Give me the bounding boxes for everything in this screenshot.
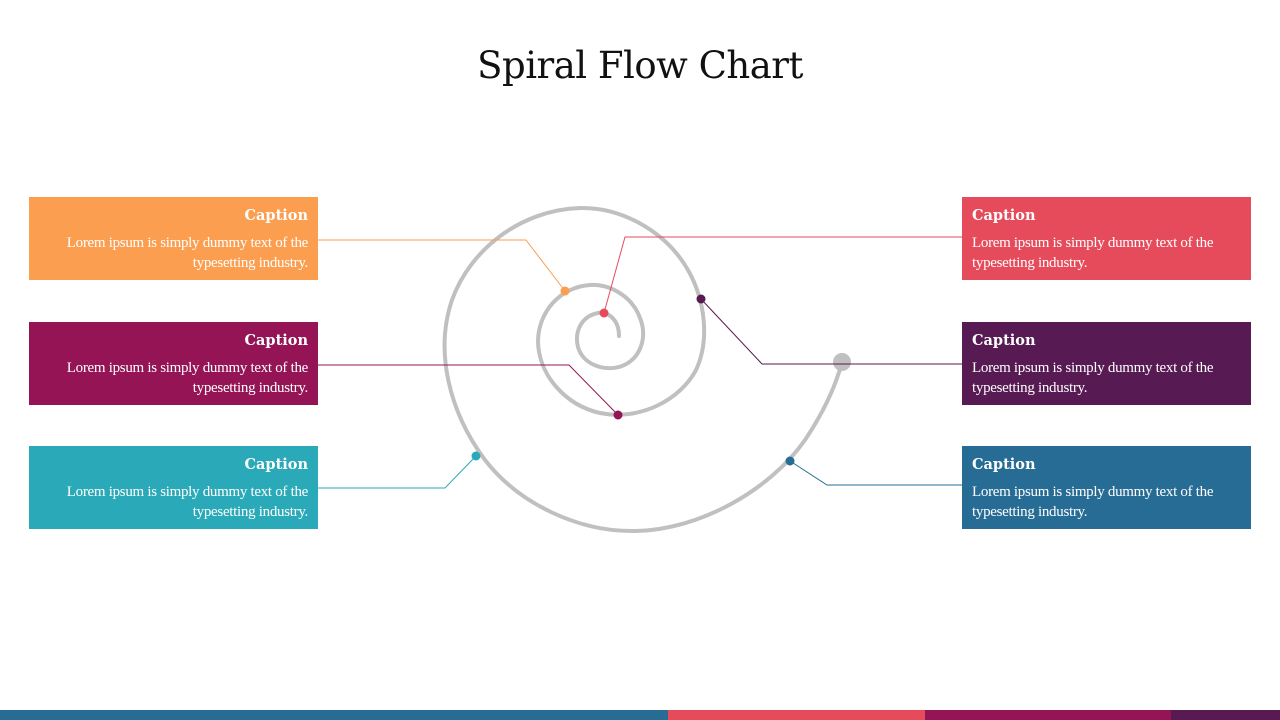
bar-segment-magenta [925,710,1171,720]
caption-box-magenta[interactable]: Caption Lorem ipsum is simply dummy text… [29,322,318,405]
caption-text: Lorem ipsum is simply dummy text of the … [972,235,1214,271]
marker-purple[interactable] [696,294,706,304]
spiral-end-dot [833,353,851,371]
marker-orange[interactable] [560,286,570,296]
spiral-curve [442,205,844,534]
caption-title: Caption [972,456,1036,473]
caption-box-teal[interactable]: Caption Lorem ipsum is simply dummy text… [29,446,318,529]
caption-text: Lorem ipsum is simply dummy text of the … [972,484,1214,520]
marker-magenta[interactable] [613,410,623,420]
bar-segment-purple [1171,710,1280,720]
caption-title: Caption [244,456,309,473]
marker-blue[interactable] [785,456,795,466]
bar-segment-blue [0,710,668,720]
caption-box-orange[interactable]: Caption Lorem ipsum is simply dummy text… [29,197,318,280]
connector-orange [318,239,566,292]
connector-purple [700,298,962,365]
caption-title: Caption [244,207,309,224]
connector-blue [789,460,962,486]
caption-title: Caption [972,332,1036,349]
caption-text: Lorem ipsum is simply dummy text of the … [972,360,1214,396]
page-title: Spiral Flow Chart [477,44,803,87]
caption-box-red[interactable]: Caption Lorem ipsum is simply dummy text… [962,197,1251,280]
connector-red [603,236,962,314]
caption-box-blue[interactable]: Caption Lorem ipsum is simply dummy text… [962,446,1251,529]
caption-box-purple[interactable]: Caption Lorem ipsum is simply dummy text… [962,322,1251,405]
marker-teal[interactable] [471,451,481,461]
caption-text: Lorem ipsum is simply dummy text of the … [66,360,309,396]
caption-title: Caption [244,332,309,349]
caption-text: Lorem ipsum is simply dummy text of the … [66,235,309,271]
connector-teal [318,455,477,489]
bar-segment-red [668,710,925,720]
marker-red[interactable] [599,308,609,318]
bottom-color-bar [0,710,1280,720]
connector-magenta [318,364,619,416]
caption-title: Caption [972,207,1036,224]
caption-text: Lorem ipsum is simply dummy text of the … [66,484,309,520]
